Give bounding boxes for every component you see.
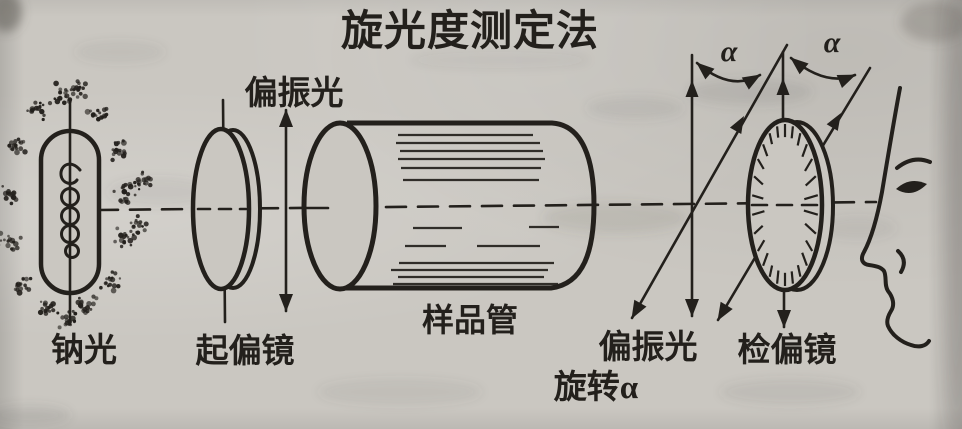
analyzer-axis-arrow-upper — [814, 66, 872, 159]
rotation-angle-arc-left — [695, 61, 762, 90]
face-profile-outline — [859, 86, 931, 349]
sodium-lamp — [0, 79, 153, 330]
rotated-light-label: 偏振光 — [599, 329, 698, 366]
rotated-plane-arrow — [630, 43, 789, 320]
sodium-lamp-label: 钠光 — [51, 332, 117, 369]
rotated-light-sublabel: 旋转α — [554, 369, 639, 406]
analyzer-hatch-marks — [751, 124, 819, 286]
alpha-label-left: α — [721, 35, 738, 68]
eyebrow — [895, 157, 932, 170]
analyzer-label: 检偏镜 — [738, 331, 837, 369]
rotation-angle-arc-right — [789, 56, 857, 88]
analyzer-axis-arrow-lower — [716, 254, 758, 322]
sample-tube-body — [346, 120, 597, 291]
analyzer: α — [716, 26, 872, 329]
polarizer-label: 起偏镜 — [196, 332, 295, 370]
eye — [896, 180, 927, 193]
rotated-polarization-indicator: α — [630, 35, 789, 320]
page-edge-shade — [945, 0, 962, 429]
polarized-light-label: 偏振光 — [245, 75, 344, 112]
sample-tube-label: 样品管 — [422, 302, 518, 338]
sample-tube-end-cap — [301, 120, 379, 292]
analyzer-axis-arrowhead — [826, 113, 841, 131]
polarizer — [190, 98, 262, 324]
lamp-glow-speckles — [0, 79, 153, 330]
lamp-filament-coil — [59, 162, 82, 259]
sample-tube — [301, 120, 597, 292]
sample-liquid-lines — [391, 133, 559, 286]
alpha-label-right: α — [824, 26, 841, 59]
rotated-plane-arrowhead — [729, 116, 744, 134]
observer-face — [859, 86, 932, 349]
page-title: 旋光度测定法 — [341, 8, 599, 55]
reference-up-arrowhead — [685, 80, 699, 97]
analyzer-up-arrowhead — [776, 78, 790, 95]
nostril-line — [896, 249, 906, 274]
